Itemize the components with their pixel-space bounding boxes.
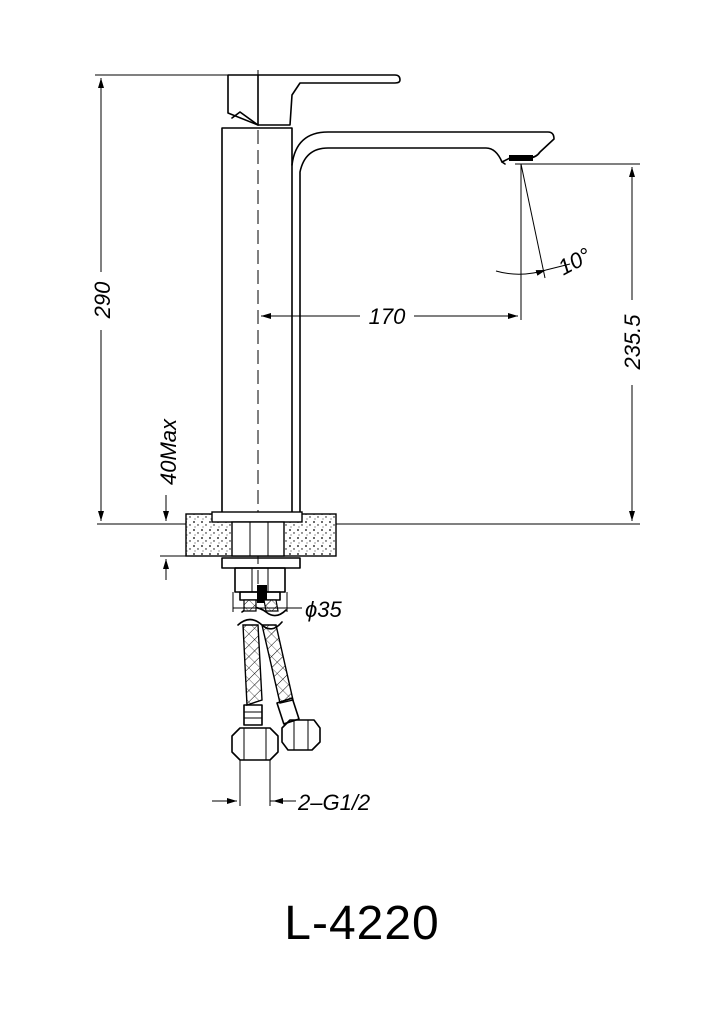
- supply-hoses: [231, 599, 321, 761]
- dimension-spout-angle: 10°: [495, 163, 595, 280]
- total-height-label: 290: [90, 281, 115, 319]
- spout-height-label: 235.5: [620, 314, 645, 371]
- dimension-spout-reach: 170: [261, 164, 522, 329]
- dimension-total-height: 290: [90, 74, 228, 521]
- countertop: [97, 511, 640, 557]
- mounting-kit: [221, 557, 301, 603]
- spout-reach-label: 170: [369, 304, 406, 329]
- dimension-connection: 2–G1/2: [212, 760, 370, 815]
- dimension-spout-height: 235.5: [515, 163, 645, 521]
- deck-thickness-label: 40Max: [156, 418, 181, 485]
- dimension-deck-thickness: 40Max: [156, 418, 186, 580]
- connection-label: 2–G1/2: [297, 790, 370, 815]
- base-diameter-label: ϕ35: [305, 597, 342, 622]
- spout-angle-label: 10°: [554, 242, 595, 280]
- dimension-base-diameter: ϕ35: [232, 592, 342, 622]
- model-number: L-4220: [284, 897, 440, 950]
